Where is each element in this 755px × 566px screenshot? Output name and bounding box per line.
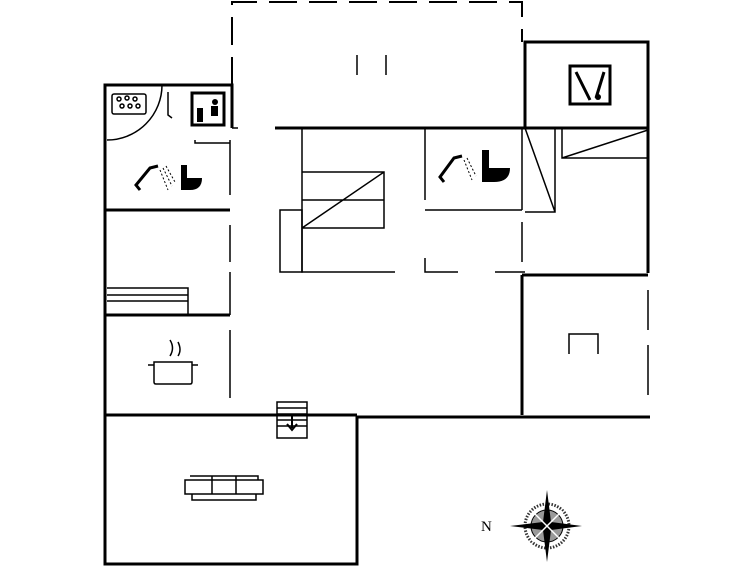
compass-north-label: N [481, 519, 492, 535]
sofa-icon [184, 475, 264, 501]
compass-rose-icon [510, 490, 582, 562]
shower-icon [438, 154, 477, 183]
toilet-icon [482, 150, 510, 182]
utility-room-icon [568, 64, 612, 106]
sauna-icon [190, 91, 226, 127]
outdoor-dashed-area [231, 1, 523, 85]
stairs-down-icon [276, 401, 308, 439]
table [568, 333, 599, 354]
shower-icon [134, 164, 176, 191]
door-jamb [167, 92, 173, 119]
door-swing-arc [106, 84, 163, 141]
toilet-icon [181, 165, 202, 190]
whirlpool-icon [111, 93, 147, 115]
walls [103, 40, 650, 566]
stairs [301, 127, 649, 229]
kitchen-pot-icon [148, 339, 198, 385]
bench [194, 140, 230, 144]
